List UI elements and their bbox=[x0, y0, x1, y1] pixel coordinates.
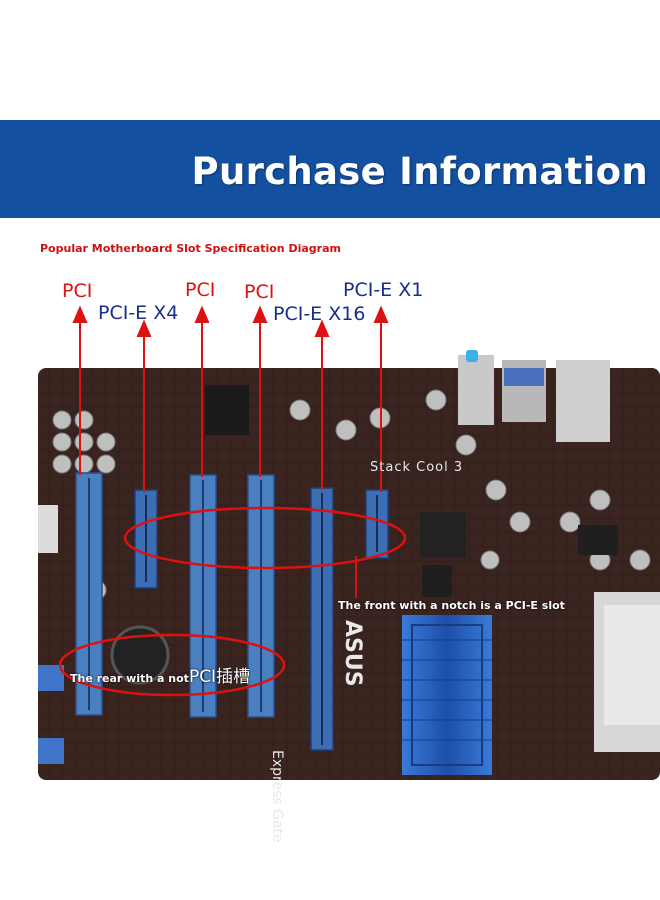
motherboard-image bbox=[38, 305, 660, 780]
label-pcie-x1: PCI-E X1 bbox=[343, 279, 424, 301]
lan-port bbox=[556, 360, 610, 442]
power-connector bbox=[38, 505, 58, 553]
diagram-subtitle: Popular Motherboard Slot Specification D… bbox=[40, 242, 341, 255]
label-pci-1: PCI bbox=[62, 280, 93, 302]
banner-title: Purchase Information bbox=[191, 150, 648, 193]
rear-io-port bbox=[458, 355, 494, 425]
board-text-stack-cool: Stack Cool 3 bbox=[370, 460, 464, 475]
label-pci-3: PCI bbox=[244, 281, 275, 303]
motherboard-diagram: PCI PCI-E X4 PCI PCI PCI-E X16 PCI-E X1 … bbox=[0, 260, 660, 843]
pcie-notch-highlight bbox=[123, 506, 407, 570]
note-rear-suffix: PCI插槽 bbox=[188, 667, 251, 687]
note-rear-prefix: The rear with a not bbox=[70, 672, 189, 685]
note-rear-notch: The rear with a notPCI插槽 bbox=[70, 662, 250, 687]
chipset-heatsink bbox=[402, 615, 492, 775]
label-pcie-x16: PCI-E X16 bbox=[273, 303, 366, 325]
banner: Purchase Information bbox=[0, 120, 660, 218]
cmos-battery bbox=[110, 625, 170, 685]
pci-slot-grooves bbox=[88, 478, 262, 712]
note-front-notch: The front with a notch is a PCI-E slot bbox=[338, 599, 565, 612]
label-pcie-x4: PCI-E X4 bbox=[98, 302, 179, 324]
board-text-express-gate: Express Gate bbox=[269, 750, 285, 843]
chip bbox=[205, 385, 249, 435]
board-text-asus: ASUS bbox=[340, 620, 365, 687]
label-pci-2: PCI bbox=[185, 279, 216, 301]
pci-notch-highlight bbox=[58, 633, 286, 697]
chip bbox=[420, 512, 466, 558]
label-arrows bbox=[72, 305, 389, 492]
